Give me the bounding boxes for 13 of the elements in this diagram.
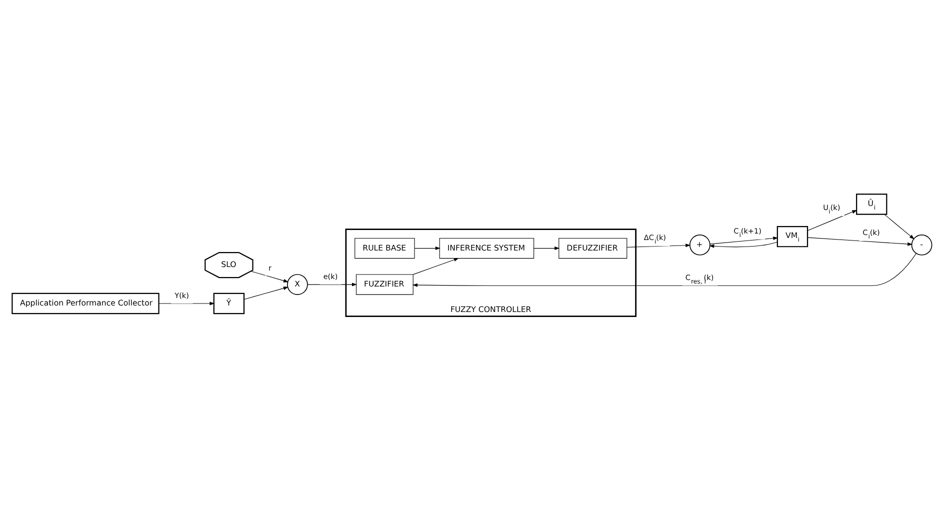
arrow xyxy=(807,210,858,231)
arrow xyxy=(710,236,778,244)
arrow xyxy=(413,258,459,275)
arrow xyxy=(414,246,440,250)
arrow xyxy=(158,302,215,306)
arrow xyxy=(534,246,560,250)
arrow xyxy=(307,282,357,286)
arrow xyxy=(250,270,289,282)
arrow xyxy=(884,214,914,240)
arrow xyxy=(807,237,913,246)
arrow xyxy=(244,286,288,300)
arrow xyxy=(626,244,691,248)
arrow xyxy=(709,242,778,248)
